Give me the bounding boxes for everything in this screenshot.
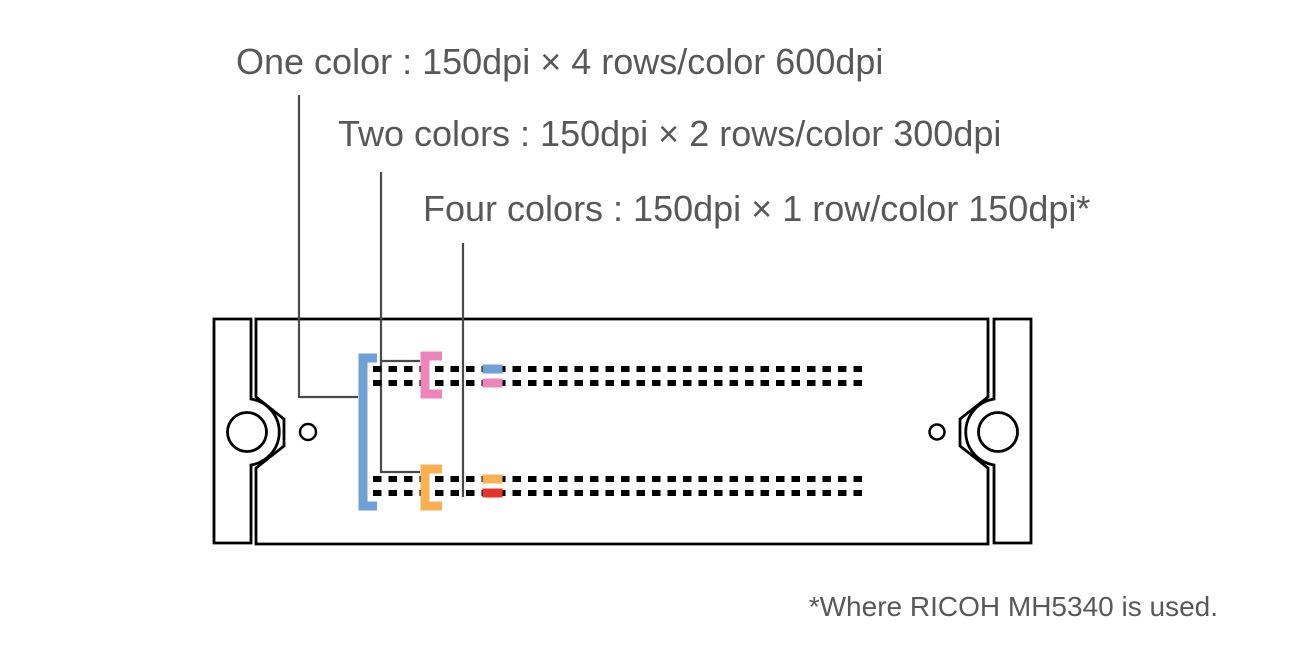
- row-1-color-mark: [482, 364, 503, 374]
- footnote: *Where RICOH MH5340 is used.: [808, 591, 1218, 622]
- one-color-bracket: [358, 353, 377, 511]
- one-color-label: One color : 150dpi × 4 rows/color 600dpi: [236, 41, 884, 82]
- two-colors-leader-line: [379, 172, 420, 474]
- right-mounting-hole: [977, 411, 1019, 453]
- left-mounting-hole: [226, 411, 268, 453]
- two-colors-label: Two colors : 150dpi × 2 rows/color 300dp…: [338, 113, 1002, 154]
- one-color-leader-line: [297, 95, 358, 399]
- four-colors-label: Four colors : 150dpi × 1 row/color 150dp…: [423, 188, 1091, 229]
- right-alignment-hole: [928, 423, 946, 441]
- printhead-body: [254, 317, 990, 546]
- row-3-color-mark: [482, 474, 503, 484]
- two-colors-bracket-top: [420, 351, 442, 399]
- two-colors-bracket-bottom: [420, 464, 442, 511]
- row-4-color-mark: [482, 488, 503, 498]
- row-2-color-mark: [482, 378, 503, 388]
- left-alignment-hole: [298, 422, 318, 442]
